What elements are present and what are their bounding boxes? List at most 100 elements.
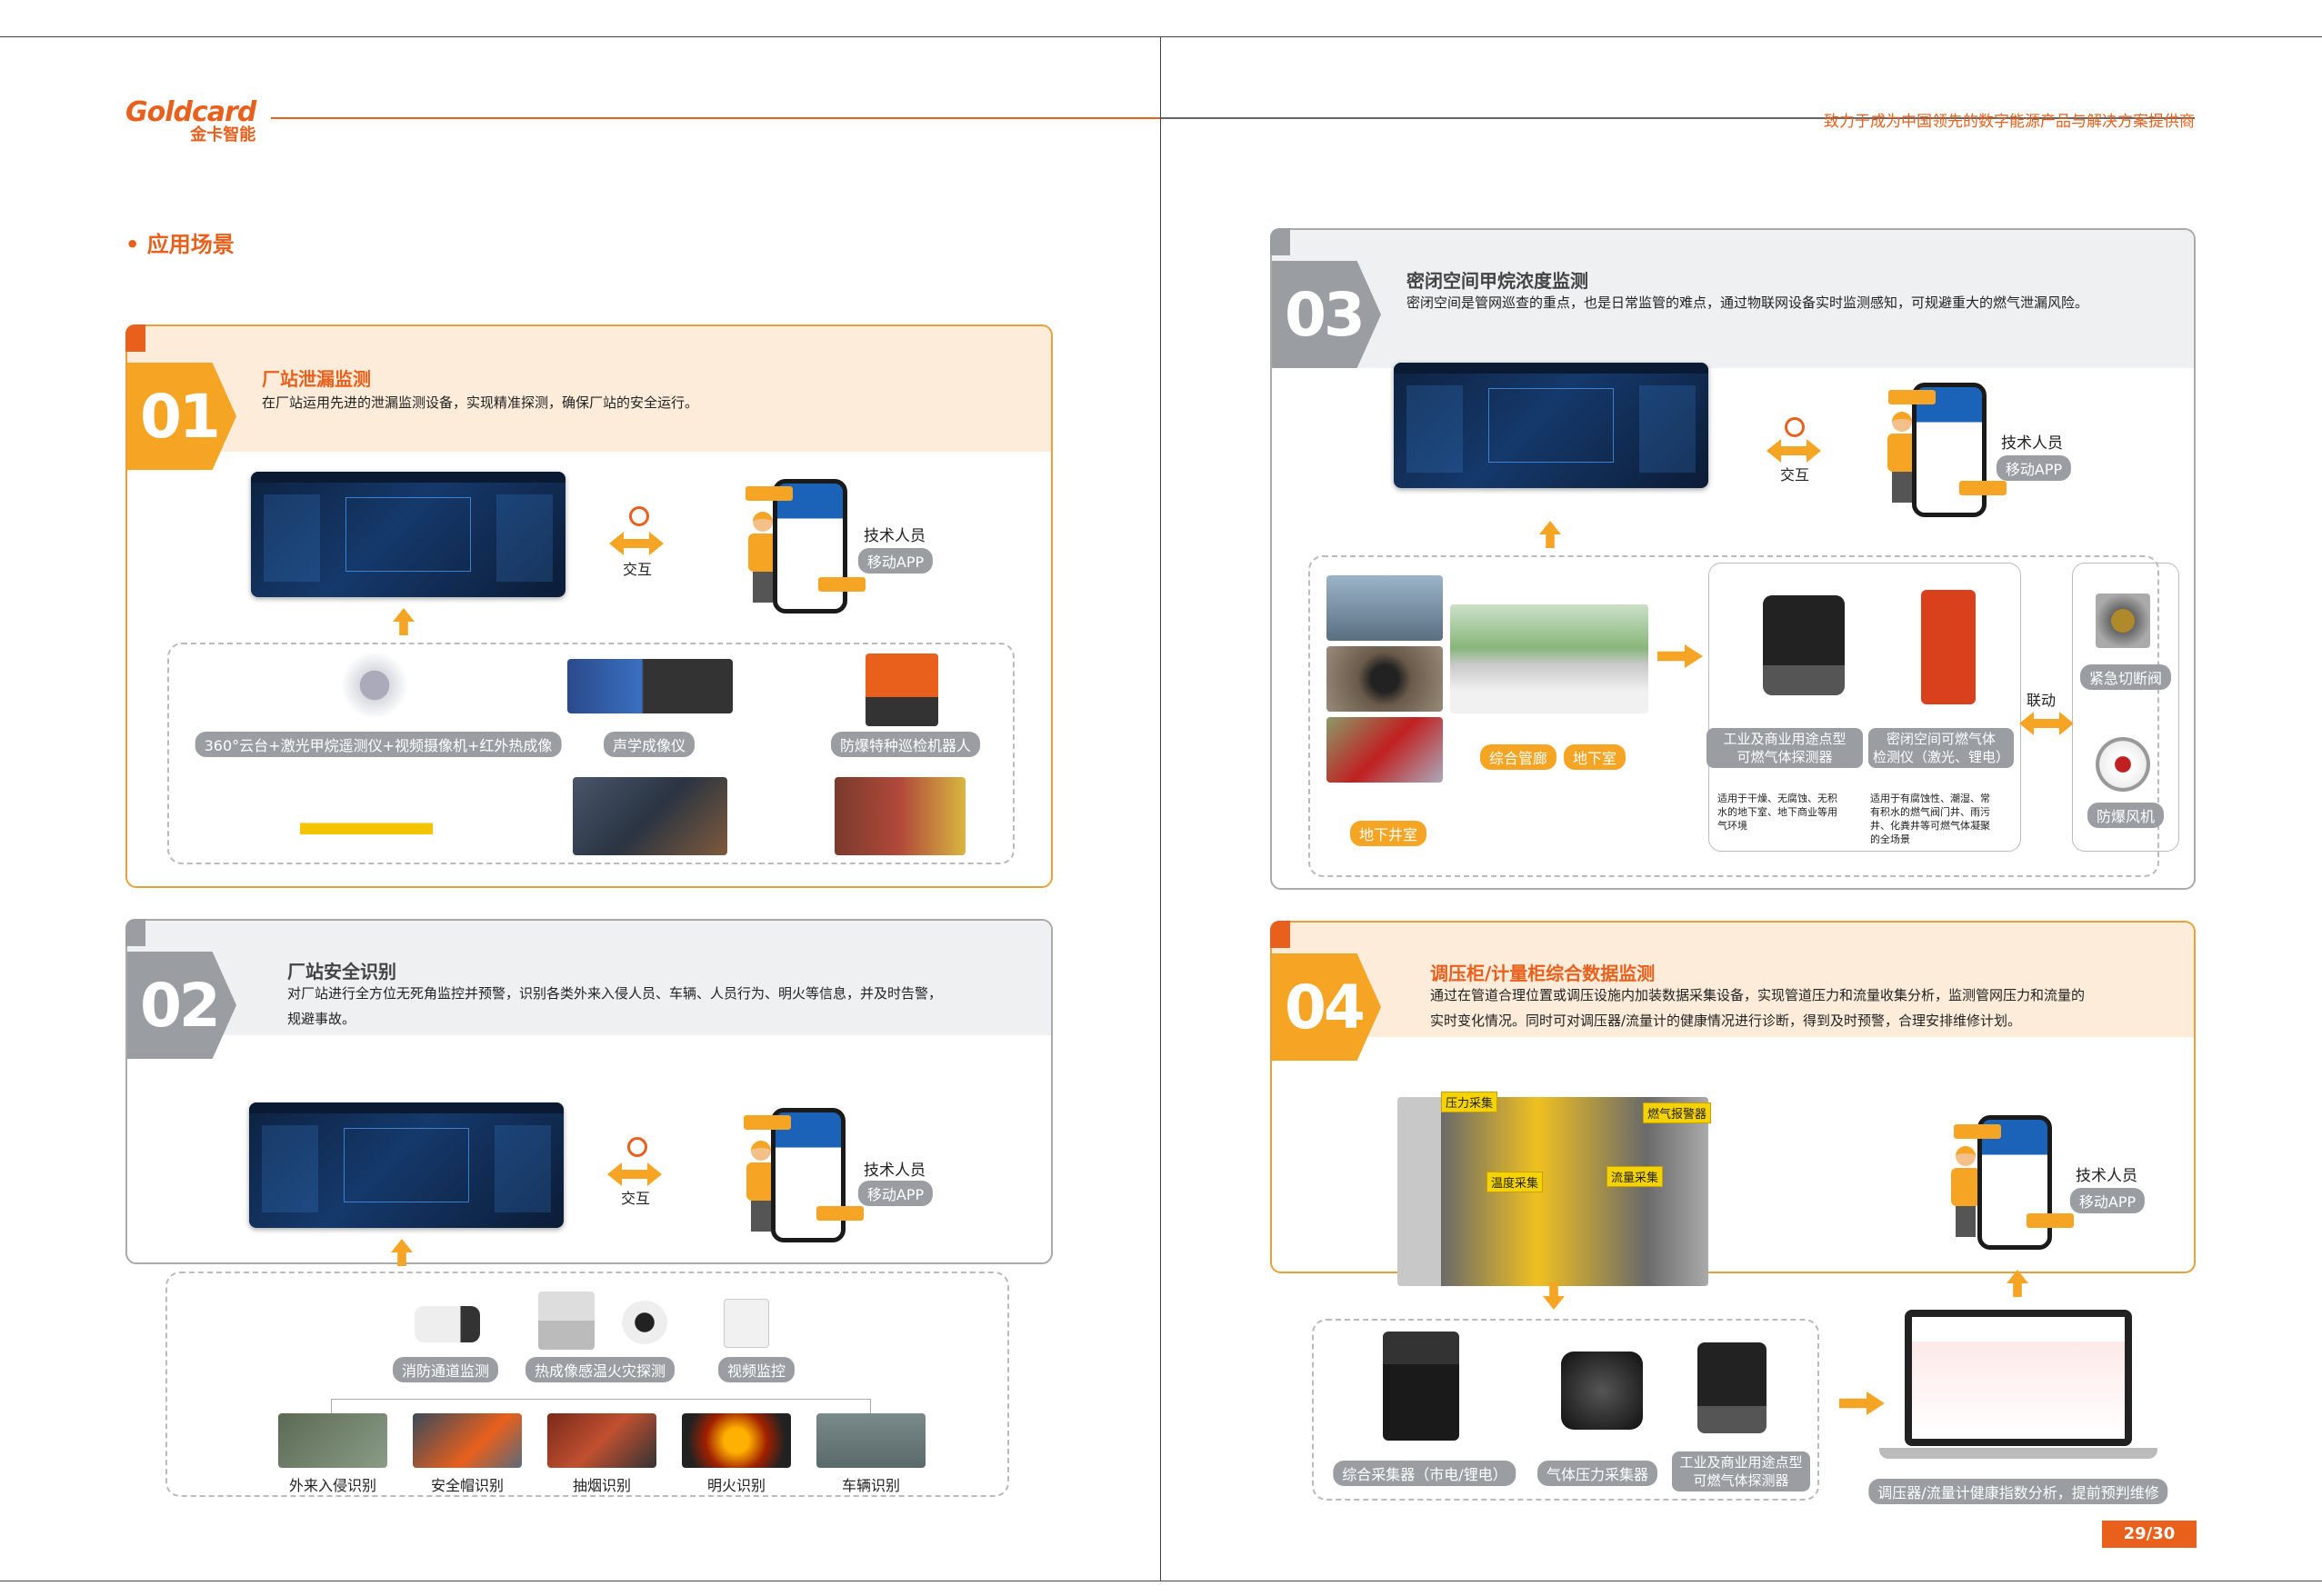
actuator-group: [2072, 563, 2179, 852]
site-photo: [300, 777, 433, 853]
laptop-analysis-image: [1905, 1310, 2132, 1446]
app-pill: 移动APP: [2069, 1188, 2146, 1213]
card-desc: 规避事故。: [287, 1011, 356, 1027]
data-tag: 燃气报警器: [1643, 1102, 1712, 1123]
role-label: 技术人员: [864, 527, 926, 545]
recognition-photo: [278, 1413, 387, 1468]
data-tag: 温度采集: [1486, 1172, 1544, 1192]
acoustic-imager-image: [567, 659, 733, 713]
scene-area: [1308, 555, 2159, 877]
right-page: 致力于成为中国领先的数字能源产品与解决方案提供商 03 密闭空间甲烷浓度监测 密…: [1160, 36, 2322, 1581]
recognition-photo: [816, 1413, 926, 1468]
link-label: 联动: [2027, 692, 2057, 709]
badge-01: 01: [127, 363, 236, 470]
analysis-label: 调压器/流量计健康指数分析，提前预判维修: [1868, 1479, 2168, 1504]
role-label: 技术人员: [2001, 434, 2063, 453]
scene-photo: [1326, 646, 1443, 712]
recognition-photo: [682, 1413, 791, 1468]
device-label: 消防通道监测: [392, 1357, 499, 1382]
place-label: 地下井室: [1349, 821, 1427, 846]
card-desc: 对厂站进行全方位无死角监控并预警，识别各类外来入侵人员、车辆、人员行为、明火等信…: [287, 985, 943, 1002]
wifi-camera-image: [724, 1299, 769, 1348]
card-desc: 通过在管道合理位置或调压设施内加装数据采集设备，实现管道压力和流量收集分析，监测…: [1430, 987, 2086, 1003]
actuator-label: 紧急切断阀: [2079, 664, 2172, 690]
data-tag: 压力采集: [1441, 1092, 1498, 1112]
pressure-cabinet-image: [1397, 1097, 1708, 1286]
utility-tunnel-image: [1450, 604, 1648, 713]
technician-figure: [1885, 412, 1919, 503]
device-label: 综合采集器（市电/锂电）: [1333, 1461, 1516, 1486]
site-photo: [573, 777, 727, 855]
interact-label: 交互: [1780, 466, 1810, 484]
interact-icon: [629, 506, 649, 526]
detector-label: 密闭空间可燃气体检测仪（激光、锂电）: [1868, 728, 2014, 768]
left-page: Goldcard 金卡智能 • 应用场景 01 厂站泄漏监测 在厂站运用先进的泄…: [0, 36, 1162, 1581]
bullet-camera-image: [415, 1306, 480, 1342]
data-tag: 流量采集: [1606, 1166, 1664, 1187]
recognition-photo: [547, 1413, 656, 1468]
card-02: 02 厂站安全识别 对厂站进行全方位无死角监控并预警，识别各类外来入侵人员、车辆…: [125, 919, 1053, 1264]
device-label: 防爆特种巡检机器人: [830, 732, 981, 757]
recognition-label: 抽烟识别: [572, 1477, 631, 1494]
badge-03: 03: [1272, 261, 1381, 368]
device-area: [165, 1272, 1009, 1497]
confined-detector-image: [1921, 590, 1976, 704]
laptop-base: [1879, 1448, 2157, 1459]
device-area: [1312, 1319, 1819, 1501]
device-label: 气体压力采集器: [1536, 1461, 1658, 1486]
pressure-collector-image: [1561, 1352, 1643, 1430]
bidirectional-arrow: [607, 1162, 662, 1186]
recognition-label: 明火识别: [706, 1477, 766, 1494]
device-label: 热成像感温火灾探测: [525, 1357, 676, 1382]
app-pill: 移动APP: [857, 548, 934, 574]
mobile-phone: [1912, 383, 1987, 517]
card-desc: 在厂站运用先进的泄漏监测设备，实现精准探测，确保厂站的安全运行。: [262, 394, 699, 411]
device-label: 声学成像仪: [603, 732, 696, 757]
robot-image: [866, 653, 938, 726]
up-arrow: [1539, 521, 1561, 548]
card-desc: 密闭空间是管网巡查的重点，也是日常监管的难点，通过物联网设备实时监测感知，可规避…: [1406, 294, 2089, 311]
place-label: 综合管廊: [1479, 744, 1557, 770]
dashboard-screen: [249, 1102, 564, 1228]
site-photo: [835, 777, 966, 855]
header-line: [1161, 117, 2195, 119]
card-03: 03 密闭空间甲烷浓度监测 密闭空间是管网巡查的重点，也是日常监管的难点，通过物…: [1270, 228, 2196, 890]
technician-figure: [1948, 1146, 1983, 1237]
recognition-label: 外来入侵识别: [288, 1477, 376, 1494]
app-pill: 移动APP: [857, 1181, 934, 1206]
app-pill: 移动APP: [1996, 455, 2072, 481]
valve-image: [2096, 594, 2150, 648]
bidirectional-arrow: [1767, 439, 1821, 463]
dashboard-screen: [1394, 363, 1708, 488]
goldcard-logo: Goldcard 金卡智能: [125, 96, 256, 145]
card-title: 厂站泄漏监测: [262, 368, 371, 390]
recognition-photo: [413, 1413, 522, 1468]
scene-photo: [1326, 717, 1443, 783]
slogan: 致力于成为中国领先的数字能源产品与解决方案提供商: [1824, 113, 2195, 131]
interact-label: 交互: [621, 1190, 651, 1207]
device-label: 360°云台+激光甲烷遥测仪+视频摄像机+红外热成像: [195, 732, 562, 757]
up-arrow: [393, 608, 415, 635]
detector-note: 适用于有腐蚀性、潮湿、常有积水的燃气阀门井、雨污井、化粪井等可燃气体凝聚的全场景: [1870, 793, 1990, 845]
place-label: 地下室: [1563, 744, 1626, 770]
point-detector-image: [1697, 1342, 1767, 1433]
tree-line: [331, 1399, 871, 1413]
section-title: • 应用场景: [125, 232, 235, 257]
device-area: [167, 643, 1015, 864]
interact-label: 交互: [623, 561, 653, 578]
collector-image: [1383, 1332, 1459, 1441]
recognition-label: 车辆识别: [841, 1477, 900, 1494]
technician-figure: [746, 512, 780, 603]
down-arrow: [1543, 1282, 1565, 1310]
card-desc: 实时变化情况。同时可对调压器/流量计的健康情况进行诊断，得到及时预警，合理安排维…: [1430, 1012, 2022, 1029]
fan-image: [2096, 737, 2150, 792]
detector-note: 适用于干燥、无腐蚀、无积水的地下室、地下商业等用气环境: [1717, 793, 1837, 832]
page-number: 29/30: [2102, 1521, 2197, 1548]
role-label: 技术人员: [864, 1162, 926, 1180]
recognition-label: 安全帽识别: [430, 1477, 504, 1494]
device-label: 视频监控: [717, 1357, 796, 1382]
detector-label: 工业及商业用途点型可燃气体探测器: [1706, 728, 1863, 768]
dashboard-screen: [251, 472, 565, 597]
role-label: 技术人员: [2076, 1167, 2137, 1185]
link-arrow: [2019, 712, 2074, 735]
